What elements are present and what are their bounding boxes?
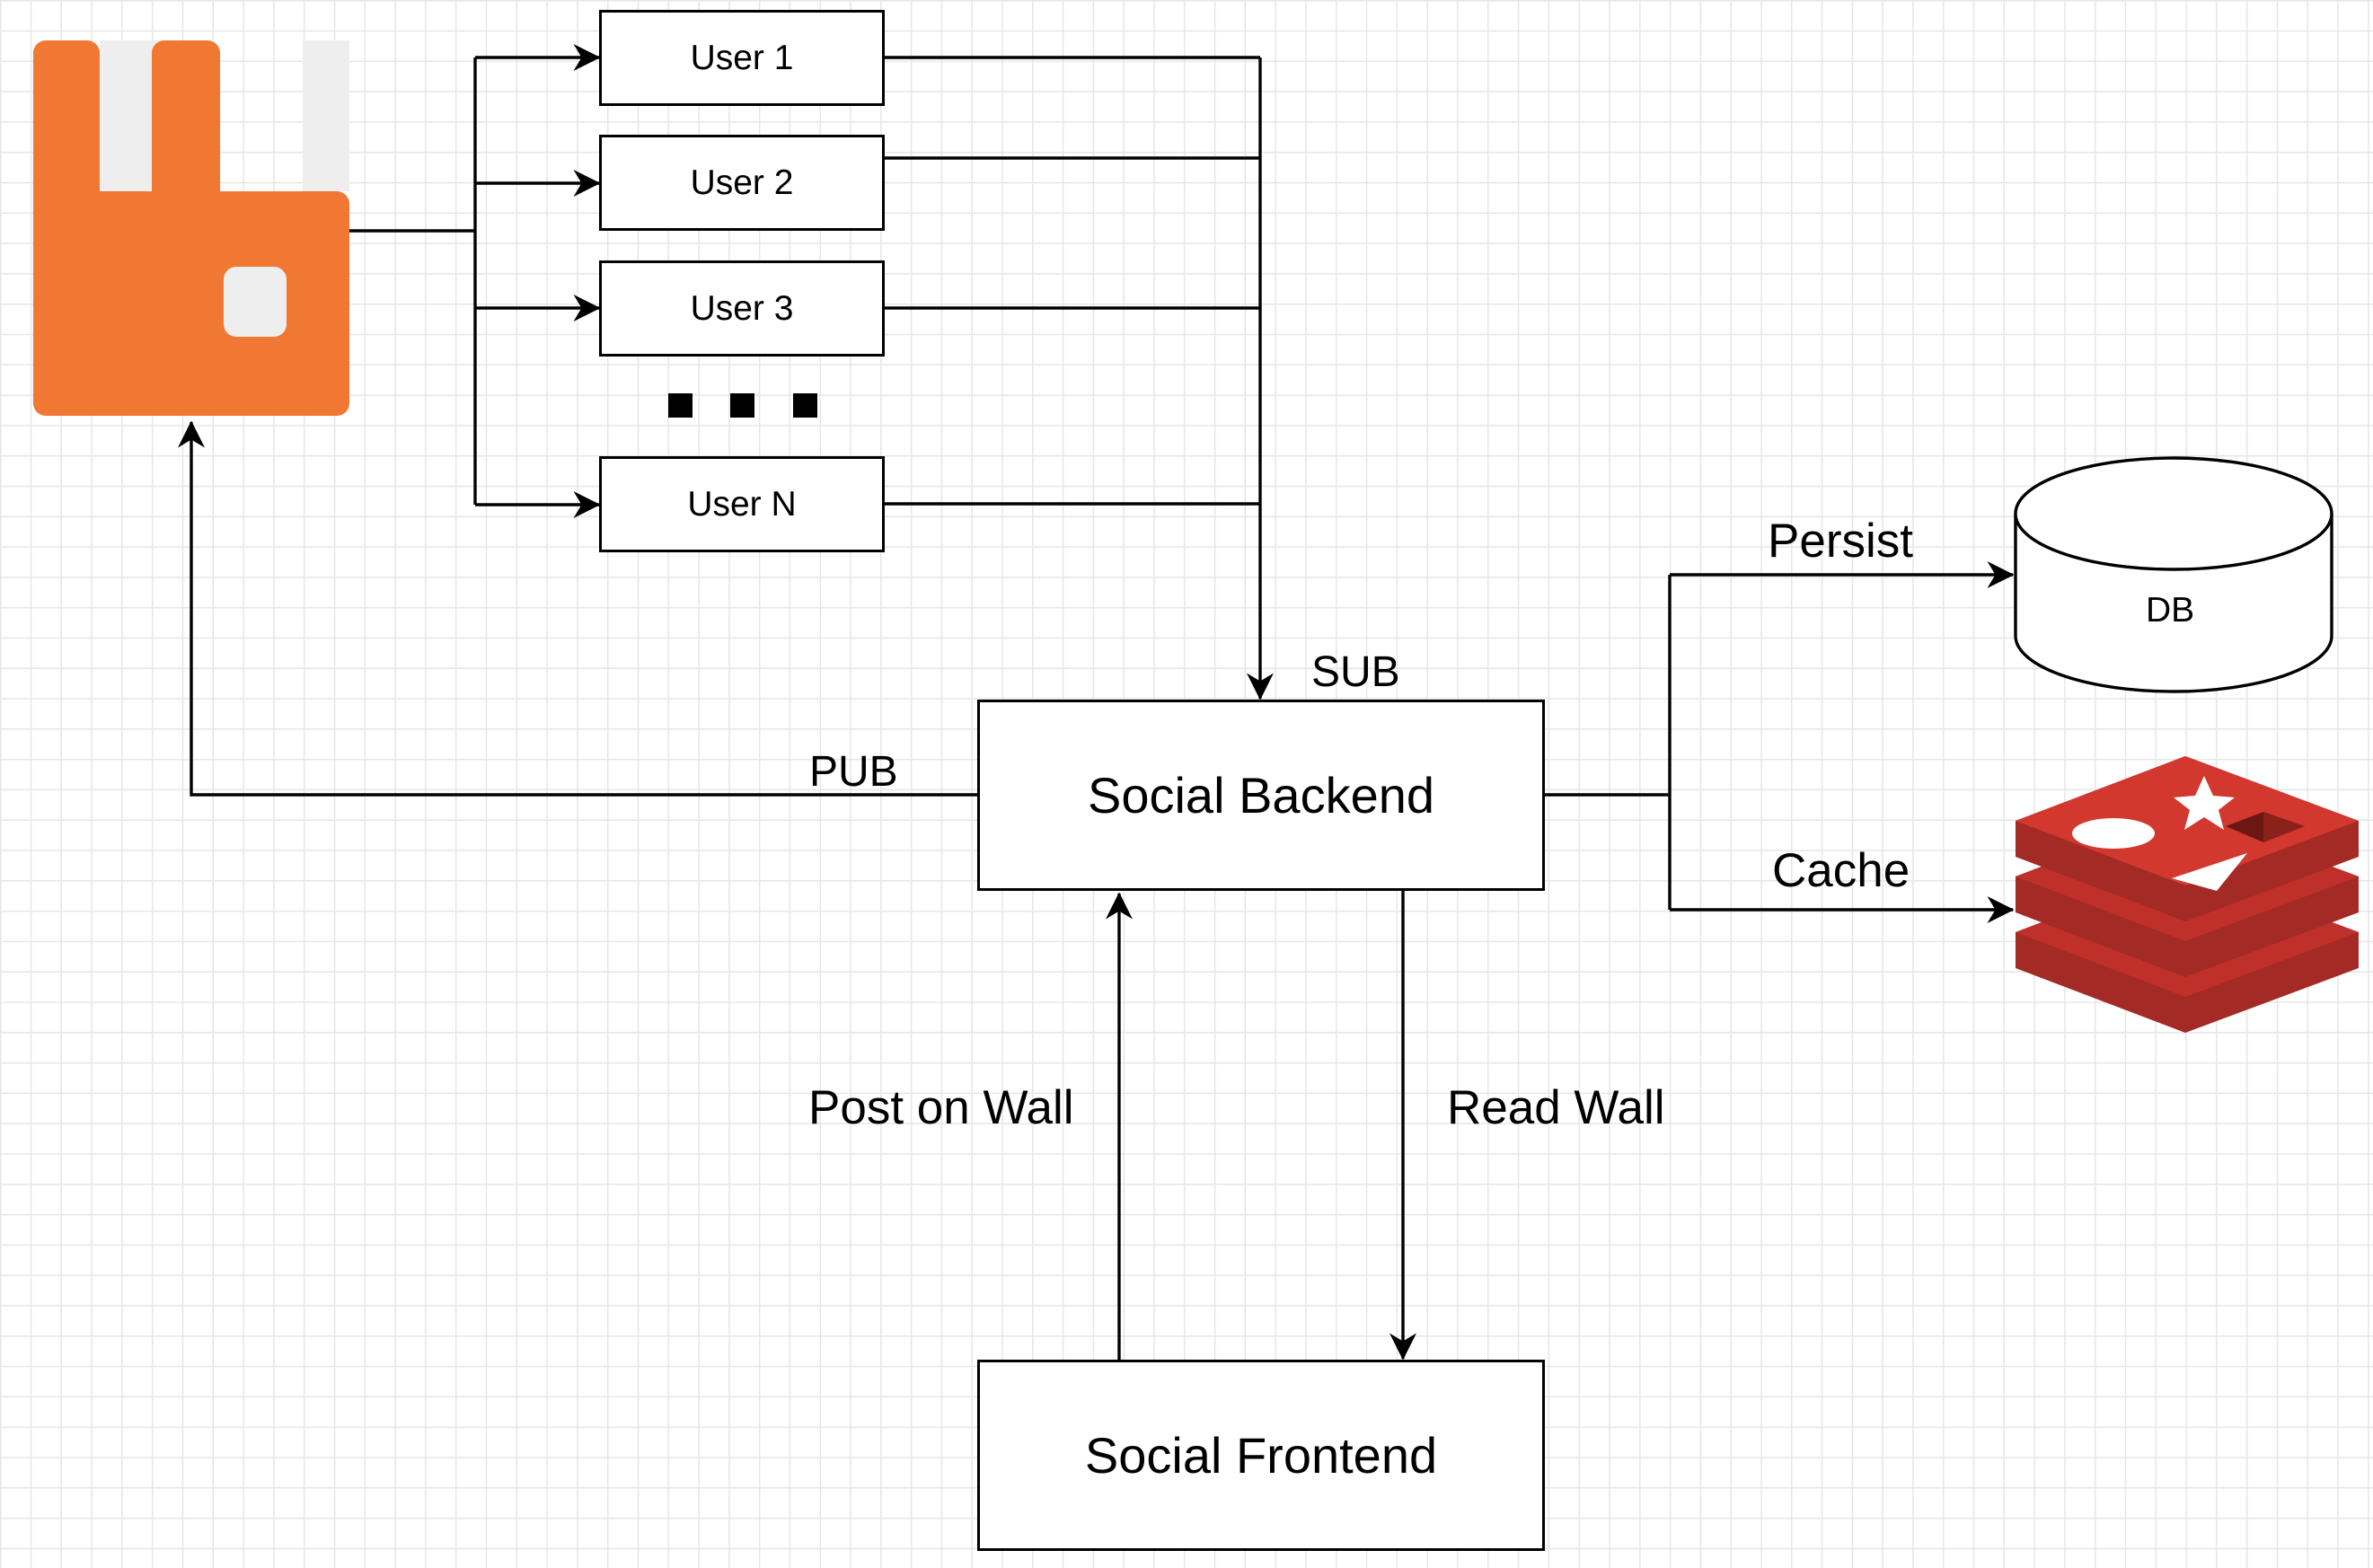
user-n-label: User N [687, 484, 797, 524]
post-on-wall-label: Post on Wall [808, 1081, 1074, 1134]
user-2-box: User 2 [599, 135, 885, 231]
user-2-label: User 2 [690, 163, 794, 202]
social-frontend-label: Social Frontend [1084, 1427, 1438, 1484]
edge-users-to-backend [884, 56, 1260, 699]
user-1-box: User 1 [599, 10, 885, 106]
ellipsis-dot [793, 393, 817, 418]
ellipsis-dot [730, 393, 754, 418]
rabbitmq-logo-icon [33, 40, 349, 416]
edge-backend-split [1544, 575, 1672, 910]
social-backend-label: Social Backend [1087, 767, 1434, 824]
persist-label: Persist [1768, 515, 1913, 568]
database-cylinder-icon [2014, 456, 2333, 693]
redis-logo-icon [2016, 756, 2359, 1033]
user-n-box: User N [599, 456, 885, 552]
pub-label: PUB [809, 748, 898, 796]
sub-label: SUB [1311, 648, 1400, 696]
user-3-label: User 3 [690, 288, 794, 328]
read-wall-label: Read Wall [1447, 1081, 1665, 1134]
social-backend-box: Social Backend [977, 700, 1545, 891]
edge-queue-trunk [349, 57, 477, 505]
user-1-label: User 1 [690, 38, 794, 77]
social-frontend-box: Social Frontend [977, 1360, 1545, 1551]
user-3-box: User 3 [599, 260, 885, 357]
db-label: DB [2146, 591, 2195, 630]
cache-label: Cache [1772, 844, 1910, 897]
edge-backend-to-queue [178, 420, 978, 797]
ellipsis-dot [668, 393, 692, 418]
